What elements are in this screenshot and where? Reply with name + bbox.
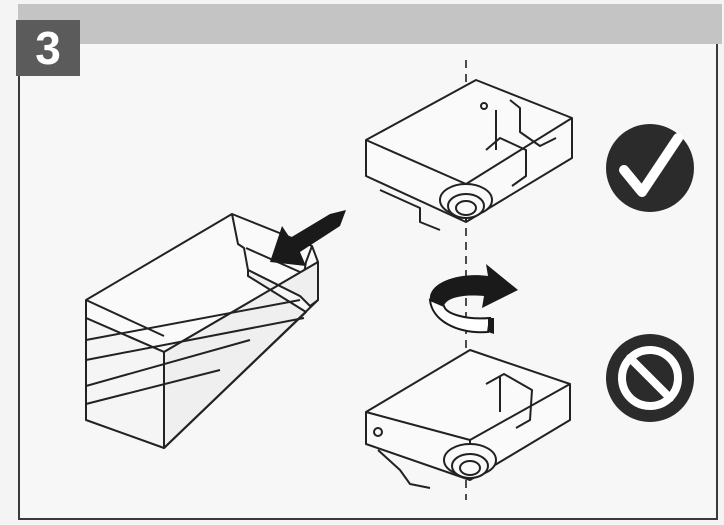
carrier-correct — [365, 79, 573, 231]
step-number-badge: 3 — [16, 20, 80, 76]
insert-arrow-icon — [270, 210, 346, 266]
rotate-arrow-icon — [428, 264, 518, 334]
rail-profile — [85, 213, 319, 449]
header-bar — [18, 4, 722, 44]
prohibited-icon — [606, 334, 694, 422]
carrier-incorrect — [365, 349, 571, 489]
checkmark-icon — [606, 124, 694, 212]
